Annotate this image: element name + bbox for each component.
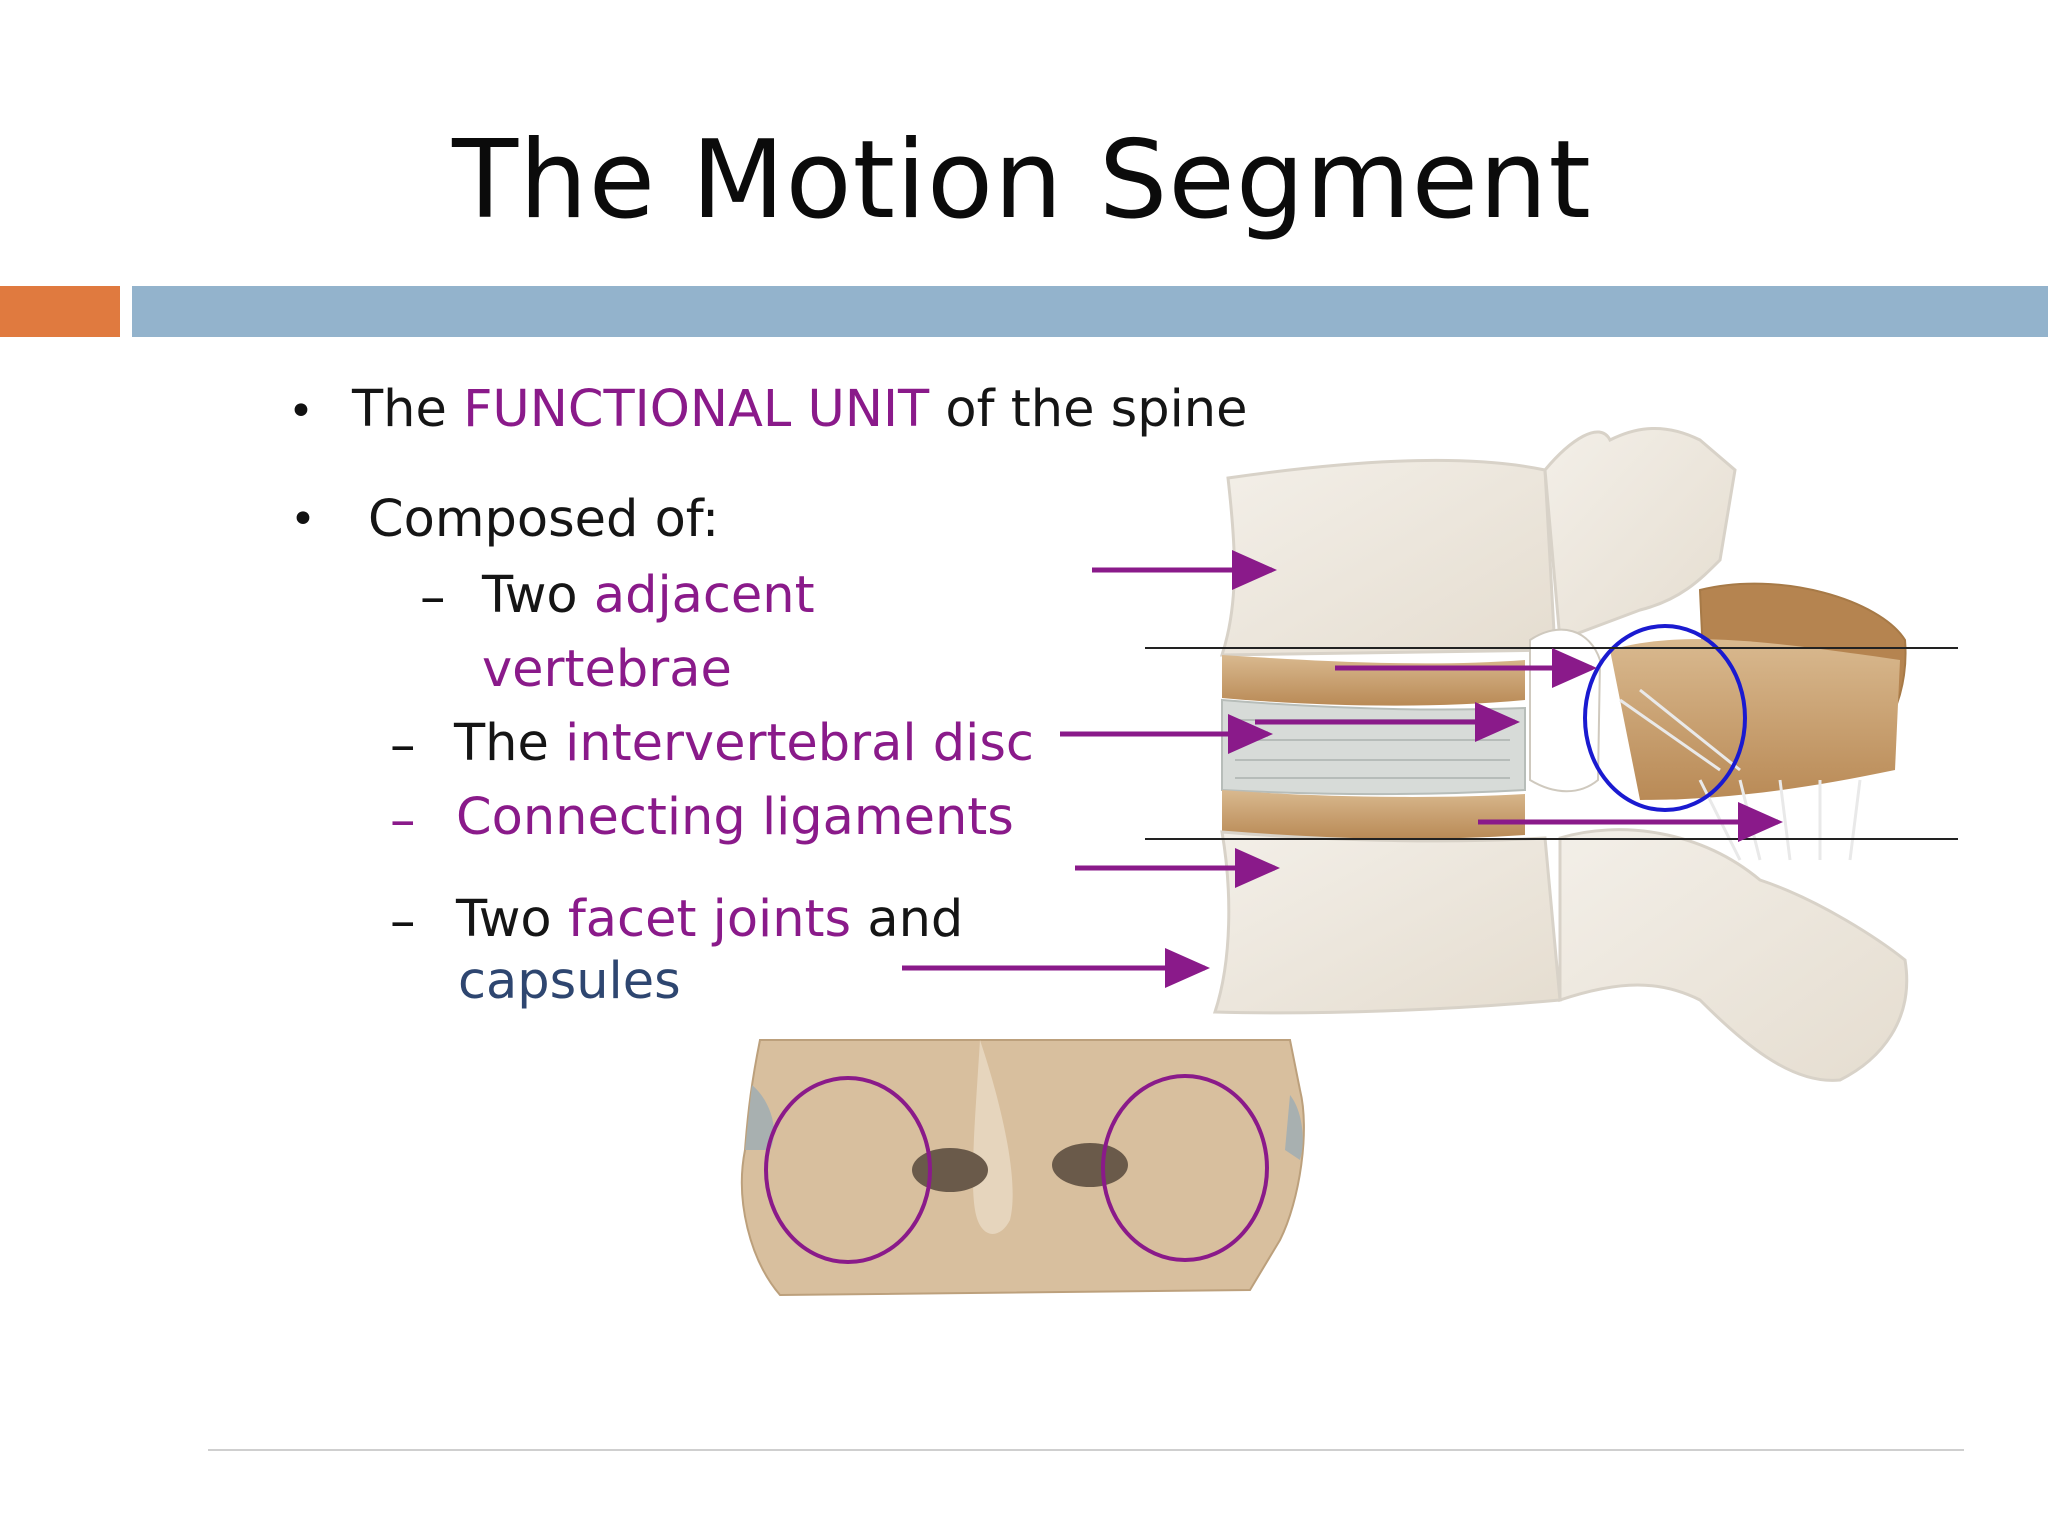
subitem2-prefix: The (454, 714, 566, 773)
title-accent-bar-orange (0, 286, 120, 337)
upper-endplate (1222, 655, 1525, 706)
facet-highlight-circle-left (764, 1076, 932, 1264)
bullet1-prefix: The (352, 380, 464, 439)
rear-view-foramen-left (912, 1148, 988, 1192)
title-accent-bar-blue (132, 286, 2048, 337)
rear-view-disc-right (1285, 1095, 1303, 1160)
lower-endplate (1222, 790, 1525, 839)
rear-view-spinous-process (972, 1040, 1013, 1234)
bullet-composed-of: Composed of: (368, 490, 720, 549)
dash-marker: – (390, 791, 416, 850)
intervertebral-disc (1221, 698, 1526, 796)
rear-view-facet-illustration (740, 1039, 1305, 1297)
subitem4-prefix: Two (456, 890, 568, 949)
intervertebral-foramen (1529, 628, 1602, 793)
dash-marker: – (420, 568, 446, 627)
rear-view-foramen-right (1052, 1143, 1128, 1187)
lower-vertebra-body (1212, 830, 1562, 1015)
upper-vertebra-body (1219, 458, 1557, 657)
facet-highlight-circle-right (1101, 1074, 1269, 1262)
ligament-fibers (1619, 688, 1862, 861)
subitem-facet-capsules: capsules (458, 952, 681, 1011)
footer-divider (208, 1449, 1964, 1451)
subitem4-suffix: and (851, 890, 964, 949)
upper-posterior-elements (1543, 426, 1737, 643)
bullet-marker: • (290, 494, 316, 545)
rear-view-disc-left (745, 1085, 774, 1150)
slide-title-text: The Motion Segment (452, 118, 1592, 243)
subitem-intervertebral-disc: The intervertebral disc (454, 714, 1034, 773)
pointer-arrows (902, 550, 1783, 988)
subitem1-highlight: adjacent (593, 566, 815, 625)
slide-title: The Motion Segment (0, 118, 2048, 243)
bullet1-highlight: FUNCTIONAL UNIT (463, 380, 930, 439)
subitem-facet-joints: Two facet joints and (456, 890, 963, 949)
subitem1-prefix: Two (482, 566, 594, 625)
subitem-adjacent-vertebrae-line2: vertebrae (482, 640, 732, 699)
bullet1-suffix: of the spine (929, 380, 1248, 439)
lower-posterior-elements (1558, 828, 1909, 1082)
subitem-connecting-ligaments: Connecting ligaments (456, 788, 1014, 847)
side-view-vertebrae-illustration (1145, 426, 1958, 1082)
subitem2-highlight: intervertebral disc (565, 714, 1034, 773)
subitem-adjacent-vertebrae: Two adjacent (482, 566, 815, 625)
dash-marker: – (390, 716, 416, 775)
bullet-functional-unit: The FUNCTIONAL UNIT of the spine (352, 380, 1248, 439)
subitem4-highlight: facet joints (567, 890, 852, 949)
rear-view-bone (740, 1039, 1305, 1297)
facet-joint-highlight-circle (1583, 624, 1747, 812)
dash-marker: – (390, 892, 416, 951)
facet-joint-region (1610, 639, 1900, 800)
bullet-marker: • (288, 386, 314, 437)
